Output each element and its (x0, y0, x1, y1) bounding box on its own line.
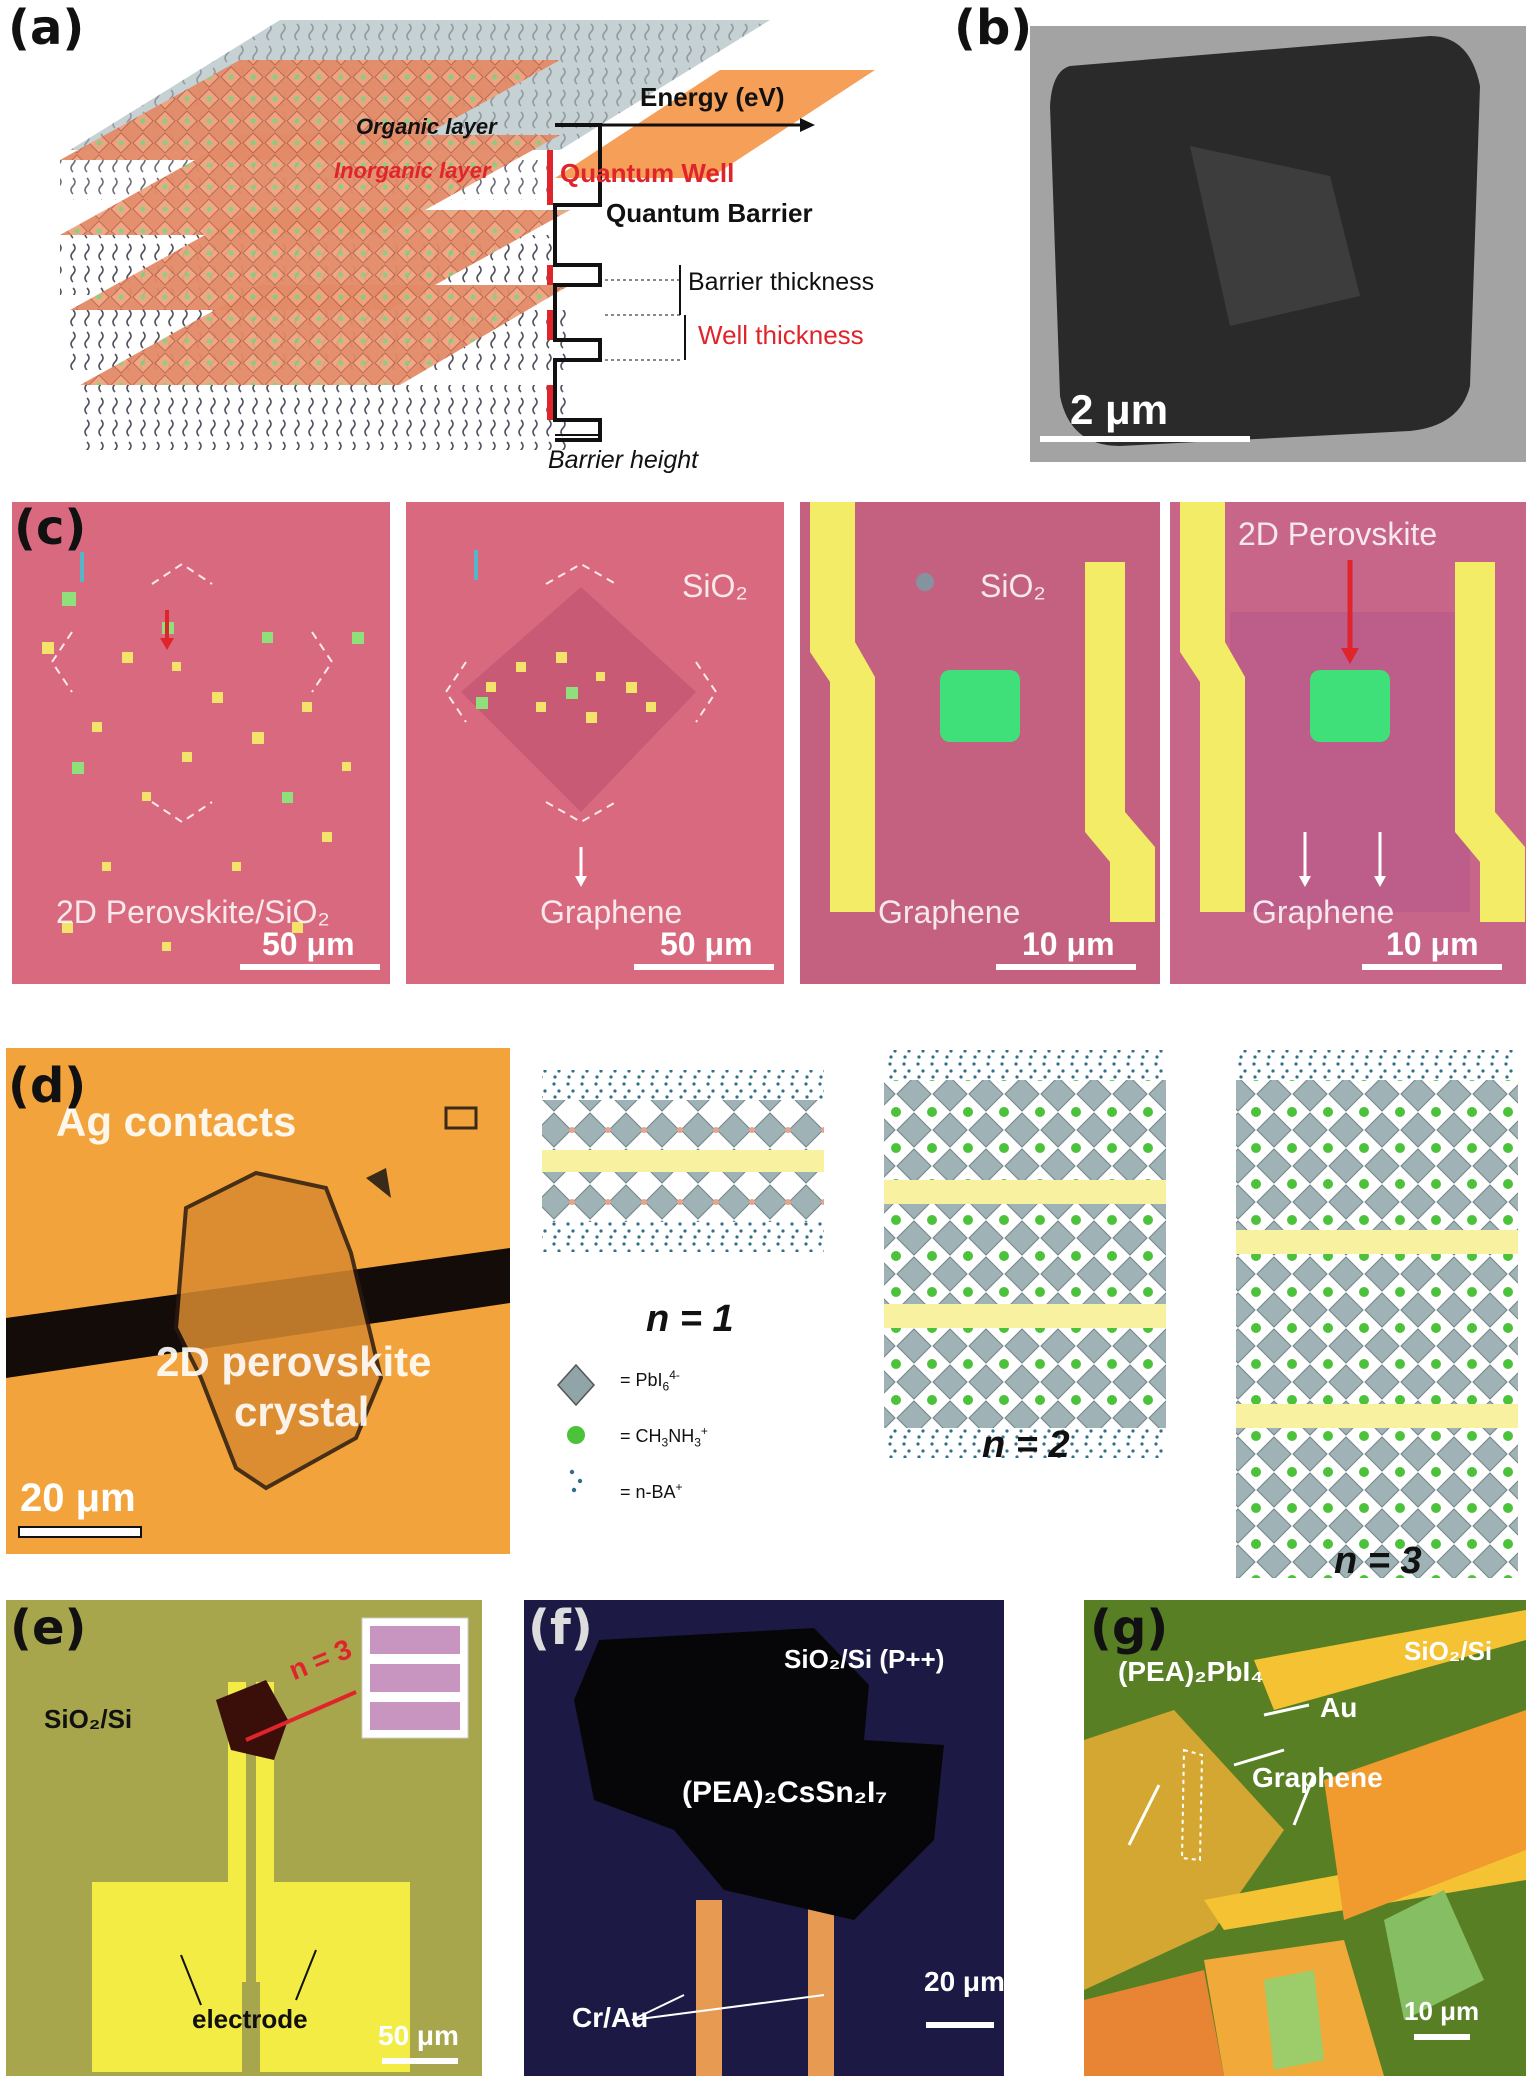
legend-ma-mid: NH (668, 1426, 695, 1446)
inorganic-layer-label: Inorganic layer (334, 158, 491, 183)
legend-ba: = n-BA+ (620, 1480, 683, 1503)
crystal-label-line1: 2D perovskite (156, 1338, 432, 1385)
panel-c2-caption: Graphene (540, 894, 683, 930)
panel-f-label: (f) (528, 1600, 593, 1656)
panel-g-graphene: Graphene (1252, 1762, 1383, 1793)
quantum-well-schematic (60, 20, 875, 450)
panel-c4-scale-text: 10 μm (1386, 926, 1479, 962)
panel-a: (a) (0, 0, 1000, 480)
panel-c3-sio2: SiO₂ (980, 568, 1046, 604)
panel-e-scale-bar (382, 2058, 458, 2064)
panel-f-scale-text: 20 μm (924, 1966, 1004, 1997)
ba-cation-icon (569, 1469, 583, 1493)
panel-c1-scale-bar (240, 964, 380, 970)
crystal-structure-diagrams (542, 1050, 1518, 1578)
panel-g-au: Au (1320, 1692, 1358, 1723)
panel-b-sem-image: 2 μm (1030, 26, 1526, 462)
panel-c-label: (c) (14, 500, 87, 556)
quantum-well-label: Quantum Well (560, 158, 735, 188)
ma-cation-icon (567, 1426, 585, 1444)
legend-pbi: = PbI64- (620, 1368, 680, 1394)
panel-c4-caption: Graphene (1252, 894, 1395, 930)
panel-c4-top-label: 2D Perovskite (1238, 516, 1438, 552)
ag-contacts-label: Ag contacts (56, 1098, 297, 1145)
structure-n1 (542, 1070, 824, 1252)
panel-e-scale-text: 50 μm (378, 2020, 459, 2051)
energy-label: Energy (eV) (640, 82, 785, 112)
n3-label: n = 3 (1334, 1540, 1422, 1582)
panel-g-label: (g) (1090, 1600, 1169, 1656)
panel-d-scale-text: 20 μm (20, 1476, 136, 1520)
panel-b-scale-text: 2 μm (1070, 386, 1169, 433)
legend-pbi-text: = PbI (620, 1370, 663, 1390)
pbi-octahedron-icon (556, 1363, 596, 1407)
legend-ma-text: = CH (620, 1426, 662, 1446)
panel-g-substrate: SiO₂/Si (1404, 1636, 1493, 1666)
panel-c1-image: 2D Perovskite/SiO₂ 50 μm (12, 502, 390, 984)
panel-e-optical-image: SiO₂/Si n = 3 electrode 50 μm (6, 1600, 482, 2076)
organic-layer-label: Organic layer (356, 114, 497, 139)
structure-n3 (1236, 1050, 1518, 1578)
panel-b-label: (b) (954, 0, 1033, 56)
panel-c3-scale-bar (996, 964, 1136, 970)
panel-d-optical-image: Ag contacts 2D perovskite crystal 20 μm (6, 1048, 510, 1554)
panel-c2-sio2: SiO₂ (682, 568, 748, 604)
panel-a-label: (a) (8, 0, 85, 56)
panel-c2-scale-bar (634, 964, 774, 970)
panel-c3-scale-text: 10 μm (1022, 926, 1115, 962)
panel-c2-image: SiO₂ Graphene 50 μm (406, 502, 784, 984)
panel-f-crystal: (PEA)₂CsSn₂I₇ (682, 1776, 888, 1809)
quantum-barrier-label: Quantum Barrier (606, 198, 813, 228)
panel-g-scale-text: 10 μm (1404, 1996, 1480, 2026)
panel-c2-scale-text: 50 μm (660, 926, 753, 962)
n2-label: n = 2 (982, 1424, 1070, 1466)
panel-c4-scale-bar (1362, 964, 1502, 970)
panel-c4-image: 2D Perovskite Graphene 10 μm (1170, 502, 1526, 984)
panel-b-scale-bar (1040, 436, 1250, 442)
panel-f-scale-bar (926, 2022, 994, 2028)
panel-g-scale-bar (1414, 2034, 1470, 2040)
panel-e-substrate: SiO₂/Si (44, 1704, 133, 1734)
panel-d-scale-bar (18, 1526, 142, 1538)
panel-c1-caption: 2D Perovskite/SiO₂ (56, 894, 330, 930)
legend-ba-sup: + (675, 1480, 683, 1494)
panel-e-electrode: electrode (192, 2004, 308, 2034)
legend-ma-sub1: 3 (661, 1435, 669, 1450)
legend-pbi-sub: 6 (662, 1379, 670, 1394)
panel-d-label: (d) (8, 1058, 87, 1114)
panel-c1-scale-text: 50 μm (262, 926, 355, 962)
barrier-thickness-label: Barrier thickness (688, 268, 875, 296)
legend-ma-sup: + (700, 1424, 708, 1438)
panel-f-optical-image: SiO₂/Si (P++) (PEA)₂CsSn₂I₇ Cr/Au 20 μm (524, 1600, 1004, 2076)
panel-g-pea: (PEA)₂PbI₄ (1118, 1656, 1264, 1687)
barrier-height-label: Barrier height (548, 446, 699, 474)
legend-ma-sub2: 3 (694, 1435, 701, 1450)
panel-c3-caption: Graphene (878, 894, 1021, 930)
panel-g-optical-image: SiO₂/Si (PEA)₂PbI₄ Au Graphene 10 μm (1084, 1600, 1526, 2076)
n1-label: n = 1 (646, 1298, 734, 1340)
structure-n2 (884, 1050, 1166, 1458)
panel-e-label: (e) (10, 1600, 87, 1656)
legend-ma: = CH3NH3+ (620, 1424, 708, 1450)
legend-ba-text: = n-BA (620, 1482, 676, 1502)
panel-f-contacts: Cr/Au (572, 2002, 649, 2033)
well-thickness-label: Well thickness (698, 320, 864, 350)
panel-c3-image: SiO₂ Graphene 10 μm (800, 502, 1160, 984)
legend-pbi-sup: 4- (669, 1368, 680, 1382)
panel-f-substrate: SiO₂/Si (P++) (784, 1644, 945, 1674)
crystal-label-line2: crystal (234, 1388, 370, 1435)
